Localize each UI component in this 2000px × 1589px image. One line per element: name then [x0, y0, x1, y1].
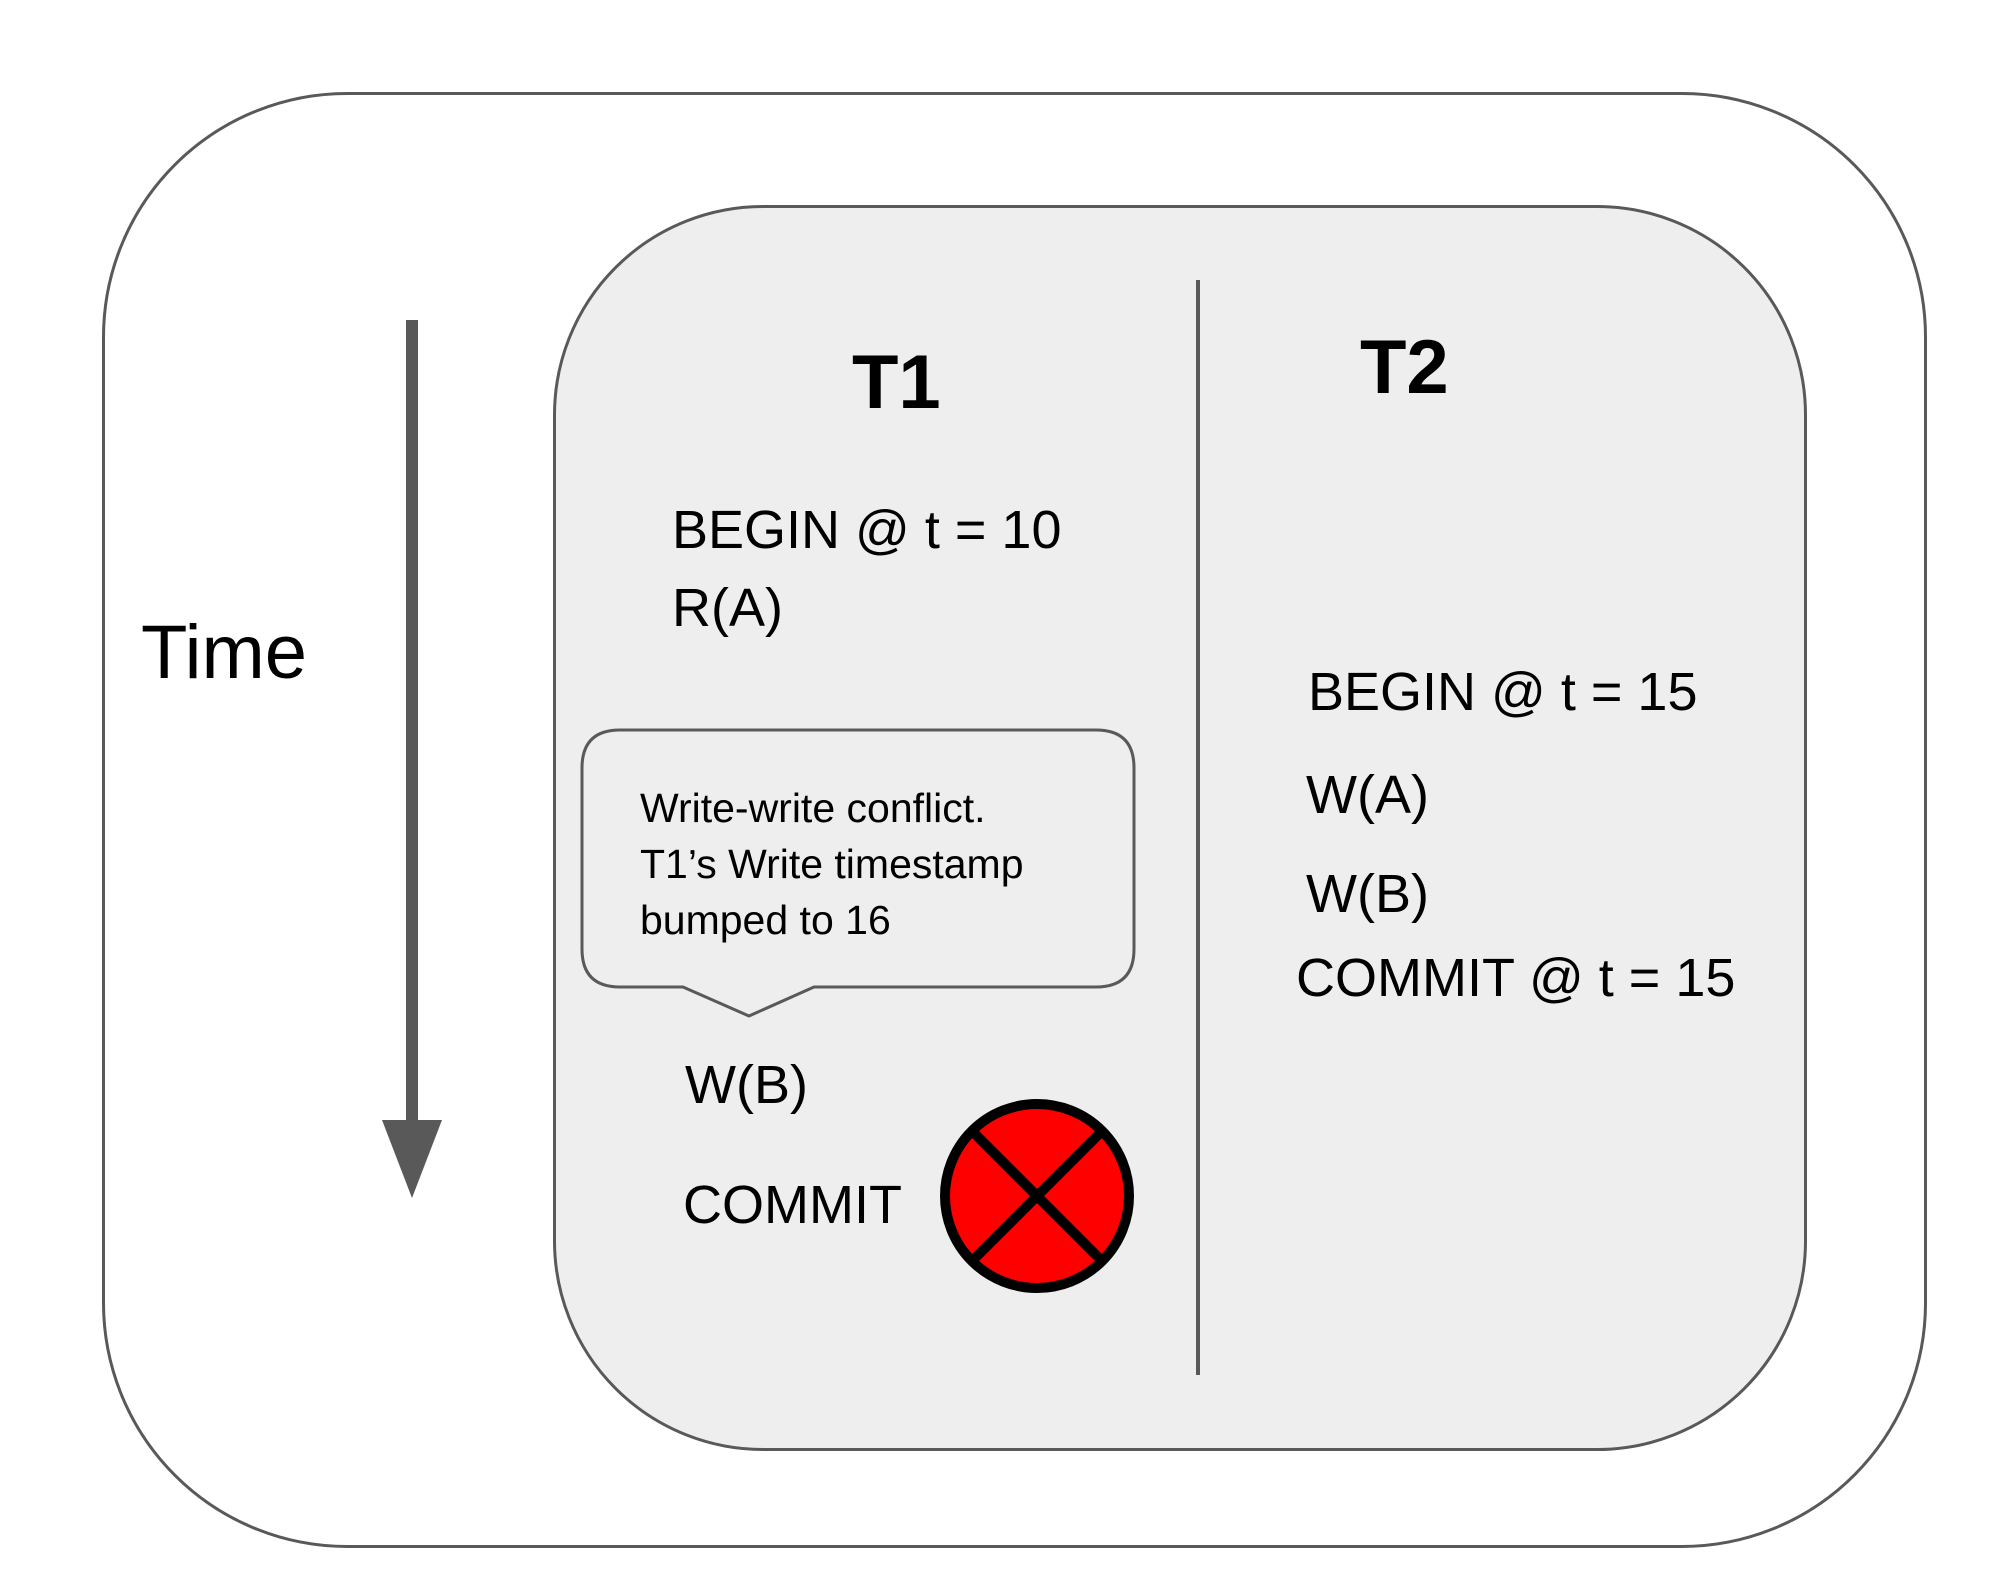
t2-title: T2 — [1360, 325, 1449, 410]
conflict-callout — [580, 728, 1136, 1018]
callout-line: T1’s Write timestamp — [640, 841, 1024, 887]
time-axis-label: Time — [141, 610, 308, 695]
t1-commit: COMMIT — [683, 1175, 902, 1235]
t1-read-a: R(A) — [672, 578, 783, 638]
t2-commit: COMMIT @ t = 15 — [1296, 948, 1736, 1008]
t1-write-b: W(B) — [685, 1055, 808, 1115]
t1-begin: BEGIN @ t = 10 — [672, 500, 1062, 560]
t2-begin: BEGIN @ t = 15 — [1308, 662, 1698, 722]
t2-write-a: W(A) — [1306, 765, 1429, 825]
down-arrow-icon — [382, 320, 442, 1198]
t1-title: T1 — [852, 340, 941, 425]
callout-text: Write-write conflict. T1’s Write timesta… — [640, 780, 1120, 948]
column-divider — [1196, 280, 1200, 1375]
t2-write-b: W(B) — [1306, 864, 1429, 924]
abort-x-icon — [940, 1099, 1134, 1293]
callout-line: Write-write conflict. — [640, 785, 986, 831]
callout-line: bumped to 16 — [640, 897, 891, 943]
